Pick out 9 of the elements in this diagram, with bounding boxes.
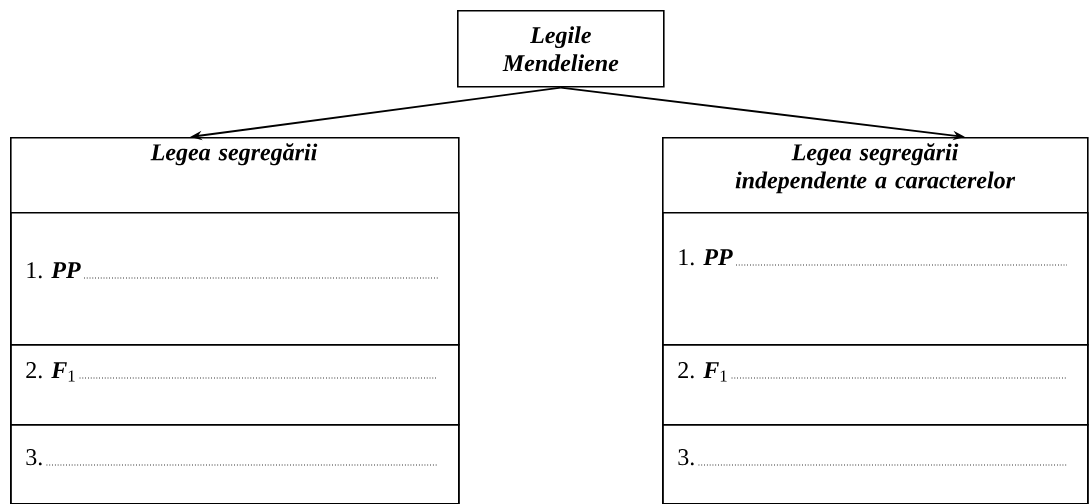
cell-text: 2. F$_{1}$ <box>678 362 727 382</box>
table-header: Legea segregării independente a caracterelor <box>735 143 1016 194</box>
cell-text: 2. F$_{1}$ <box>26 362 75 382</box>
cell-text: 3. <box>678 449 694 466</box>
table-header: Legea segregării <box>150 143 318 166</box>
title-box: Legile Mendeliene <box>457 10 665 88</box>
cell-text: 3. <box>26 449 42 466</box>
cell-text: 1. PP <box>27 262 81 279</box>
cell-text: 1. PP <box>679 249 733 266</box>
